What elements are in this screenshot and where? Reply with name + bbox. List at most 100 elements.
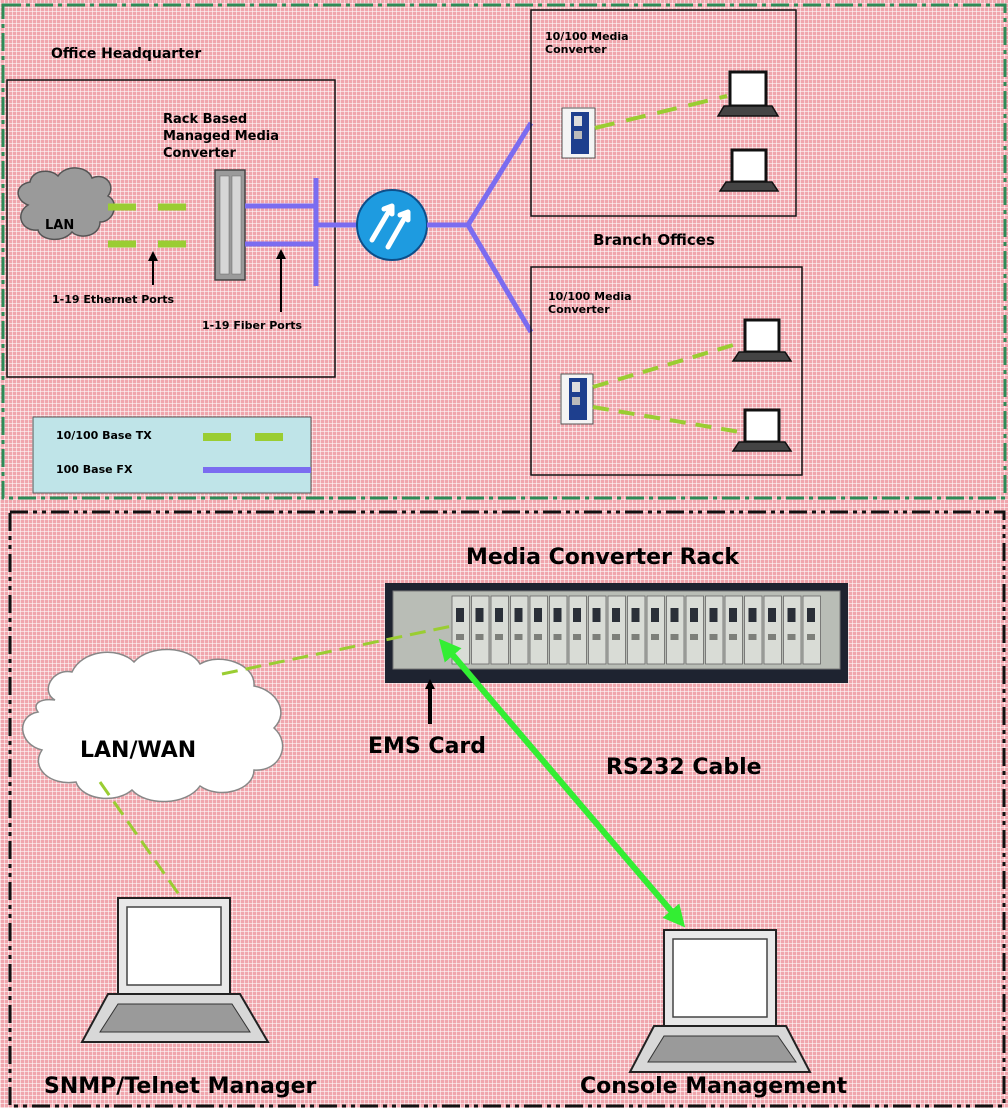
rack-slot-port (690, 608, 698, 622)
headquarter-box (6, 79, 336, 378)
console-laptop-icon (628, 929, 812, 1073)
media-converter-rack (385, 583, 848, 683)
rack-slot-port (456, 608, 464, 622)
cloud-rack-link (221, 624, 453, 676)
branch-1-tx-link (594, 94, 728, 130)
lan-cloud-label: LAN (45, 218, 75, 233)
rack-slot-led (651, 634, 659, 640)
rack-slot-port (553, 608, 562, 622)
rack-slot-led (495, 634, 503, 640)
rack-slot-led (748, 634, 757, 640)
rack-slot-module (568, 595, 587, 665)
legend-tx-label: 10/100 Base TX (56, 429, 152, 442)
rack-based-converter-label: Rack Based Managed Media Converter (163, 112, 279, 161)
rack-title: Media Converter Rack (466, 545, 740, 570)
rack-slot-led (631, 634, 640, 640)
branch-2-converter-label: 10/100 Media Converter (548, 290, 632, 316)
fiber-ports-label: 1-19 Fiber Ports (202, 319, 303, 332)
snmp-laptop-icon (80, 897, 270, 1043)
rack-slot-led (534, 634, 542, 640)
rack-slot-port (631, 608, 640, 622)
rack-slot-port (729, 608, 737, 622)
branch-1-media-converter (561, 107, 596, 159)
lan-cloud (17, 167, 116, 241)
branch-2-laptop-1-icon (731, 318, 793, 362)
rack-slot-port (612, 608, 620, 622)
rack-slot-module (783, 595, 802, 665)
branch-1-laptop-2-icon (718, 148, 780, 192)
rack-slot-led (514, 634, 523, 640)
rack-slot-led (670, 634, 679, 640)
rack-slot-module (549, 595, 568, 665)
rack-slot-led (787, 634, 796, 640)
ethernet-ports-label: 1-19 Ethernet Ports (52, 293, 175, 306)
legend-box (32, 416, 312, 494)
branch-offices-title: Branch Offices (593, 231, 715, 249)
rack-slot-module (471, 595, 490, 665)
rack-slot-port (475, 608, 484, 622)
branch-2-laptop-2-icon (731, 408, 793, 452)
rack-slot-led (690, 634, 698, 640)
rack-slot-port (514, 608, 523, 622)
lan-wan-label: LAN/WAN (80, 738, 197, 763)
branch-2-tx-link-2 (592, 405, 741, 434)
rack-slot-port (709, 608, 718, 622)
branch-2-media-converter (560, 373, 594, 425)
rack-slot-port (787, 608, 796, 622)
rack-slot-module (607, 595, 626, 665)
fiber-to-branch-2 (465, 223, 534, 334)
rack-based-converter (214, 169, 246, 281)
branch-1-laptop-1-icon (716, 70, 780, 117)
rack-slot-module (666, 595, 685, 665)
legend-fx-label: 100 Base FX (56, 463, 133, 476)
bottom-panel-border (8, 510, 1006, 1108)
rack-slot-module (646, 595, 665, 665)
rs232-cable (438, 638, 686, 928)
rack-slot-port (748, 608, 757, 622)
ems-card-label: EMS Card (368, 734, 487, 759)
rack-slot-led (475, 634, 484, 640)
snmp-manager-label: SNMP/Telnet Manager (44, 1074, 317, 1099)
rack-slot-led (768, 634, 776, 640)
lan-wan-cloud (21, 648, 284, 803)
rack-slot-port (592, 608, 601, 622)
headquarter-title: Office Headquarter (51, 46, 202, 62)
rack-slot-led (729, 634, 737, 640)
rack-slot-module (510, 595, 529, 665)
router-icon (356, 189, 428, 261)
rack-slot-module (802, 595, 821, 665)
rack-slots (451, 595, 821, 665)
rack-slot-module (685, 595, 704, 665)
rack-slot-module (490, 595, 509, 665)
rack-slot-module (705, 595, 724, 665)
branch-2-tx-link-1 (592, 341, 741, 389)
branch-office-2-box (530, 266, 803, 476)
rack-slot-led (553, 634, 562, 640)
rack-slot-port (573, 608, 581, 622)
rack-slot-port (534, 608, 542, 622)
rs232-label: RS232 Cable (606, 755, 762, 780)
rack-slot-led (612, 634, 620, 640)
rack-slot-port (807, 608, 815, 622)
rack-slot-module (588, 595, 607, 665)
top-panel-border (1, 3, 1007, 500)
rack-slot-led (456, 634, 464, 640)
rack-slot-module (627, 595, 646, 665)
branch-1-converter-label: 10/100 Media Converter (545, 30, 629, 56)
rack-slot-port (495, 608, 503, 622)
rack-slot-led (807, 634, 815, 640)
rack-slot-module (724, 595, 743, 665)
rack-slot-port (768, 608, 776, 622)
rack-slot-module (529, 595, 548, 665)
fiber-to-branch-1 (465, 121, 534, 227)
rack-slot-led (709, 634, 718, 640)
rack-slot-module (744, 595, 763, 665)
rack-slot-led (573, 634, 581, 640)
rack-slot-module (763, 595, 782, 665)
rack-slot-led (592, 634, 601, 640)
rack-slot-port (670, 608, 679, 622)
rack-slot-port (651, 608, 659, 622)
branch-office-1-box (530, 9, 797, 217)
